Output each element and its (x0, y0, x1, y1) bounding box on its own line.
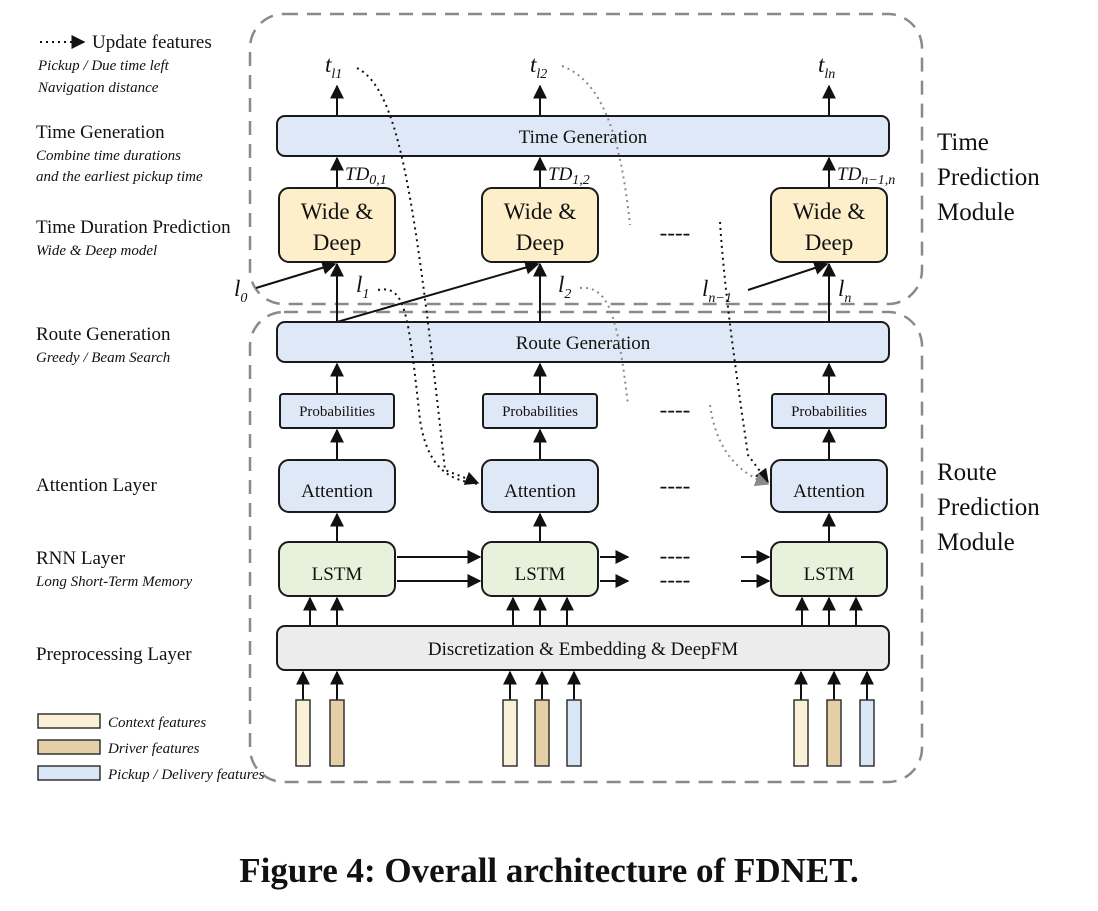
svg-text:Wide &: Wide & (301, 199, 374, 224)
lstm-block-2 (481, 541, 599, 597)
ellipsis-wide-deep: ---- (660, 220, 691, 245)
output-t-l2: tl2 (530, 52, 547, 82)
probabilities-block-2 (482, 393, 598, 429)
route-generation-block-label: Route Generation (516, 333, 651, 354)
update-features-sub-1: Pickup / Due time left (37, 58, 170, 74)
driver-feature-bar-2 (534, 699, 550, 767)
figure-caption: Figure 4: Overall architecture of FDNET. (239, 851, 859, 890)
svg-text:Probabilities: Probabilities (791, 404, 867, 420)
svg-text:LSTM: LSTM (515, 564, 566, 585)
time-generation-block (276, 115, 890, 157)
route-module-title-3: Module (937, 529, 1015, 556)
svg-text:Attention: Attention (793, 481, 865, 502)
update-features-label: Update features (92, 32, 212, 53)
td-label-1-2: TD1,2 (548, 164, 590, 188)
layer-sub-time-generation-2: and the earliest pickup time (36, 169, 203, 185)
attention-block-1 (278, 459, 396, 513)
ln-label: ln (838, 276, 851, 306)
ellipsis-lstm-top: ---- (660, 543, 691, 568)
pickup-feature-bar-n (859, 699, 875, 767)
lstm-block-n (770, 541, 888, 597)
svg-text:Deep: Deep (516, 230, 565, 255)
wide-deep-block-1 (278, 187, 396, 263)
preprocessing-block (276, 625, 890, 671)
layer-label-time-duration: Time Duration Prediction (36, 217, 231, 238)
update-curve-dots-attention-n (719, 221, 769, 484)
svg-text:Deep: Deep (313, 230, 362, 255)
ellipsis-probabilities: ---- (660, 397, 691, 422)
wide-deep-block-n (770, 187, 888, 263)
svg-text:Deep: Deep (805, 230, 854, 255)
time-module-title-1: Time (937, 129, 989, 156)
legend-pickup-label: Pickup / Delivery features (107, 767, 265, 783)
legend-context-swatch (37, 713, 101, 729)
layer-sub-time-generation-1: Combine time durations (36, 148, 181, 164)
layer-sub-rnn: Long Short-Term Memory (35, 574, 192, 590)
svg-text:Attention: Attention (504, 481, 576, 502)
update-curve-gray-attention-n (709, 404, 770, 487)
update-curve-l1-attention (377, 288, 479, 485)
legend-context-label: Context features (108, 715, 206, 731)
time-prediction-module-outline (248, 12, 924, 306)
svg-text:Attention: Attention (301, 481, 373, 502)
svg-text:LSTM: LSTM (312, 564, 363, 585)
layer-label-route-generation: Route Generation (36, 324, 171, 345)
legend-driver-swatch (37, 739, 101, 755)
context-feature-bar-n (793, 699, 809, 767)
td-label-0-1: TD0,1 (345, 164, 387, 188)
time-module-title-2: Prediction (937, 164, 1040, 191)
probabilities-block-n (771, 393, 887, 429)
output-t-ln: tln (818, 52, 835, 82)
l2-label: l2 (558, 272, 571, 302)
context-feature-bar-1 (295, 699, 311, 767)
svg-text:Wide &: Wide & (504, 199, 577, 224)
driver-feature-bar-1 (329, 699, 345, 767)
svg-text:LSTM: LSTM (804, 564, 855, 585)
legend-driver-label: Driver features (107, 741, 200, 757)
ellipsis-attention: ---- (660, 473, 691, 498)
context-feature-bar-2 (502, 699, 518, 767)
lstm-block-1 (278, 541, 396, 597)
layer-label-time-generation: Time Generation (36, 122, 165, 143)
output-t-l1: tl1 (325, 52, 342, 82)
l0-label: l0 (234, 276, 247, 306)
driver-feature-bar-n (826, 699, 842, 767)
route-module-title-1: Route (937, 459, 997, 486)
preprocessing-block-label: Discretization & Embedding & DeepFM (428, 639, 738, 660)
layer-sub-time-duration: Wide & Deep model (36, 243, 157, 259)
time-generation-block-label: Time Generation (519, 127, 648, 148)
svg-text:Wide &: Wide & (793, 199, 866, 224)
wide-deep-block-2 (481, 187, 599, 263)
layer-sub-route-generation: Greedy / Beam Search (36, 350, 170, 366)
ellipsis-lstm-bottom: ---- (660, 567, 691, 592)
layer-label-rnn: RNN Layer (36, 548, 126, 569)
l1-label: l1 (356, 272, 369, 302)
pickup-feature-bar-2 (566, 699, 582, 767)
attention-block-n (770, 459, 888, 513)
svg-text:Probabilities: Probabilities (502, 404, 578, 420)
svg-text:Probabilities: Probabilities (299, 404, 375, 420)
td-label-n-1-n: TDn−1,n (837, 164, 895, 188)
route-module-title-2: Prediction (937, 494, 1040, 521)
attention-block-2 (481, 459, 599, 513)
time-module-title-3: Module (937, 199, 1015, 226)
layer-label-preprocessing: Preprocessing Layer (36, 644, 192, 665)
probabilities-block-1 (279, 393, 395, 429)
route-prediction-module-outline (248, 310, 924, 784)
legend-pickup-swatch (37, 765, 101, 781)
update-features-sub-2: Navigation distance (37, 80, 159, 96)
route-generation-block (276, 321, 890, 363)
layer-label-attention: Attention Layer (36, 475, 157, 496)
